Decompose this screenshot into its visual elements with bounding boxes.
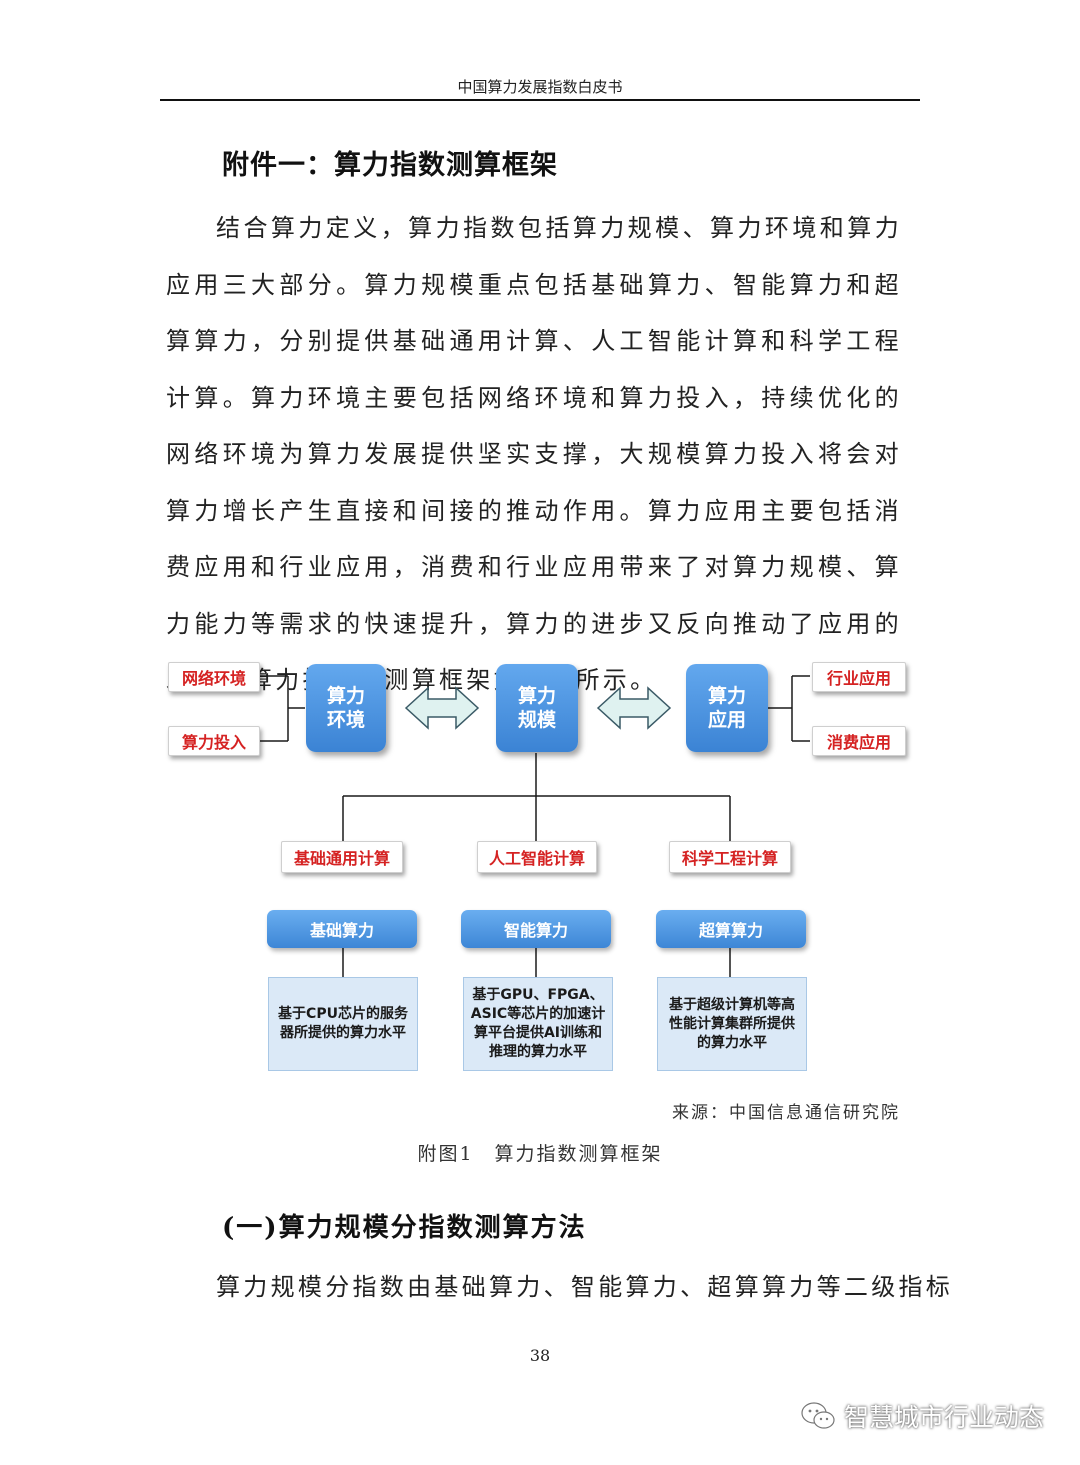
intelligent-compute-node: 智能算力: [461, 910, 611, 948]
basic-compute-description: 基于CPU芯片的服务器所提供的算力水平: [268, 977, 418, 1071]
industry-app-label: 行业应用: [812, 662, 906, 692]
general-computing-label: 基础通用计算: [281, 841, 403, 873]
framework-diagram: 网络环境 算力投入 算力 环境 算力 规模 算力 应用 行业应用 消费应用 基础…: [160, 655, 920, 1075]
ai-computing-label: 人工智能计算: [477, 841, 597, 873]
figure-source: 来源：中国信息通信研究院: [672, 1103, 900, 1123]
consumer-app-label: 消费应用: [812, 726, 906, 756]
compute-application-node: 算力 应用: [686, 664, 768, 752]
subsection-heading: (一)算力规模分指数测算方法: [222, 1213, 587, 1243]
wechat-icon: [801, 1402, 835, 1429]
running-header: 中国算力发展指数白皮书: [457, 78, 623, 96]
intelligent-compute-description: 基于GPU、FPGA、ASIC等芯片的加速计算平台提供AI训练和推理的算力水平: [463, 977, 613, 1071]
header-divider: [160, 99, 920, 101]
double-arrow-left-icon: [404, 686, 480, 730]
network-env-label: 网络环境: [168, 662, 260, 692]
scientific-computing-label: 科学工程计算: [669, 841, 791, 873]
compute-investment-label: 算力投入: [168, 726, 260, 756]
page-number: 38: [529, 1346, 551, 1365]
body-paragraph-2: 算力规模分指数由基础算力、智能算力、超算算力等二级指标: [216, 1273, 954, 1301]
supercomputing-description: 基于超级计算机等高性能计算集群所提供的算力水平: [657, 977, 807, 1071]
supercomputing-node: 超算算力: [656, 910, 806, 948]
basic-compute-node: 基础算力: [267, 910, 417, 948]
compute-scale-node: 算力 规模: [496, 664, 578, 752]
watermark-text: 智慧城市行业动态: [843, 1403, 1044, 1432]
body-paragraph: 结合算力定义，算力指数包括算力规模、算力环境和算力应用三大部分。算力规模重点包括…: [166, 214, 902, 694]
double-arrow-right-icon: [596, 686, 672, 730]
diagram-connectors: [256, 675, 810, 977]
compute-environment-node: 算力 环境: [306, 664, 386, 752]
figure-caption: 附图1 算力指数测算框架: [417, 1143, 663, 1165]
watermark: 智慧城市行业动态: [800, 1398, 1044, 1434]
section-heading: 附件一：算力指数测算框架: [222, 150, 558, 181]
